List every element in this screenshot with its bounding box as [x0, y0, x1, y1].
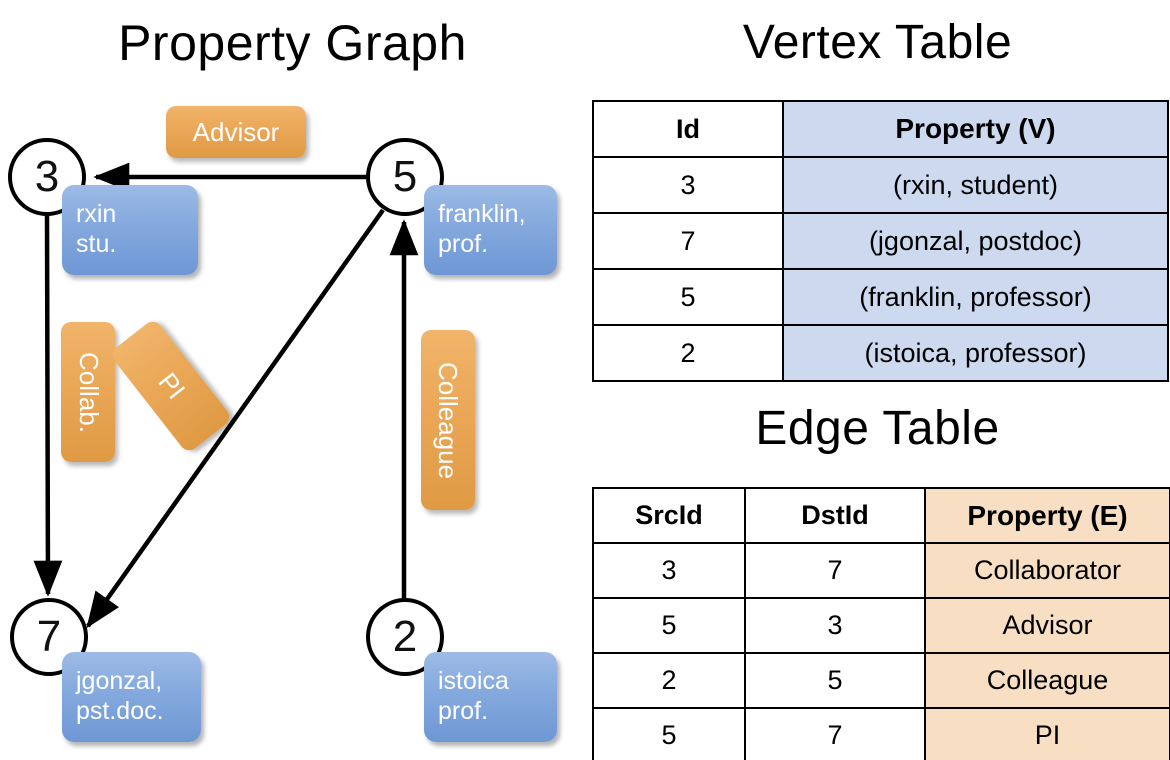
table-row: 3 7 Collaborator [592, 542, 1170, 599]
cell-property: Advisor [924, 597, 1170, 654]
page-title-edge-table: Edge Table [755, 402, 1000, 455]
vertex-id-label: 3 [34, 152, 60, 201]
edge-table: SrcId DstId Property (E) 3 7 Collaborato… [592, 487, 1170, 760]
edge-label-text: Advisor [192, 116, 280, 147]
vertex-property-line-1: istoica [438, 667, 509, 695]
vertex-property-box-franklin: franklin, prof. [424, 185, 557, 275]
column-header-property-v: Property (V) [782, 100, 1169, 158]
vertex-property-line-2: prof. [438, 697, 489, 725]
page-title-property-graph: Property Graph [118, 15, 467, 71]
edge-label-colleague: Colleague [421, 330, 475, 510]
cell-dstid: 7 [744, 707, 926, 760]
cell-srcid: 3 [592, 542, 746, 599]
cell-srcid: 5 [592, 707, 746, 760]
vertex-id-label: 2 [392, 612, 418, 661]
cell-property: (jgonzal, postdoc) [782, 212, 1169, 270]
column-header-property-e: Property (E) [924, 487, 1170, 544]
vertex-property-line-1: jgonzal, [76, 667, 163, 695]
cell-property: Colleague [924, 652, 1170, 709]
graph-vertex-5[interactable]: 5 [366, 138, 444, 216]
vertex-property-box-istoica: istoica prof. [424, 652, 557, 742]
table-row: 5 3 Advisor [592, 597, 1170, 654]
cell-property: (istoica, professor) [782, 324, 1169, 382]
page-title-vertex-table: Vertex Table [742, 16, 1013, 69]
cell-id: 7 [592, 212, 784, 270]
table-row: 5 7 PI [592, 707, 1170, 760]
property-graph-diagram: 3 5 7 2 rxin stu. franklin, prof. jgonza… [8, 106, 557, 742]
cell-dstid: 5 [744, 652, 926, 709]
edge-label-collab: Collab. [61, 322, 115, 462]
edge-label-text: PI [152, 366, 191, 405]
cell-dstid: 7 [744, 542, 926, 599]
cell-property: (rxin, student) [782, 156, 1169, 214]
edge-3-to-7-collab [33, 215, 63, 597]
cell-id: 5 [592, 268, 784, 326]
column-header-dstid: DstId [744, 487, 926, 544]
edge-label-text: Colleague [433, 361, 464, 479]
cell-id: 3 [592, 156, 784, 214]
cell-dstid: 3 [744, 597, 926, 654]
edge-label-text: Collab. [73, 351, 104, 433]
cell-property: (franklin, professor) [782, 268, 1169, 326]
table-header-row: SrcId DstId Property (E) [592, 487, 1170, 544]
cell-srcid: 2 [592, 652, 746, 709]
vertex-property-line-1: rxin [76, 200, 117, 228]
cell-srcid: 5 [592, 597, 746, 654]
table-row: 3 (rxin, student) [592, 156, 1169, 214]
vertex-id-label: 5 [392, 152, 418, 201]
column-header-srcid: SrcId [592, 487, 746, 544]
vertex-property-box-jgonzal: jgonzal, pst.doc. [62, 652, 201, 742]
cell-property: PI [924, 707, 1170, 760]
edge-5-to-7-pi [86, 208, 385, 629]
vertex-property-line-1: franklin, [438, 200, 526, 228]
vertex-property-box-rxin: rxin stu. [62, 185, 198, 275]
column-header-id: Id [592, 100, 784, 158]
vertex-table: Id Property (V) 3 (rxin, student) 7 (jgo… [592, 100, 1169, 382]
vertex-property-line-2: stu. [76, 230, 117, 258]
vertex-property-line-2: prof. [438, 230, 489, 258]
table-row: 2 (istoica, professor) [592, 324, 1169, 382]
table-row: 2 5 Colleague [592, 652, 1170, 709]
vertex-property-line-2: pst.doc. [76, 697, 164, 725]
cell-property: Collaborator [924, 542, 1170, 599]
cell-id: 2 [592, 324, 784, 382]
table-header-row: Id Property (V) [592, 100, 1169, 158]
graph-vertex-2[interactable]: 2 [366, 598, 444, 676]
edge-label-advisor: Advisor [166, 106, 306, 158]
vertex-id-label: 7 [36, 612, 62, 661]
graph-edge-layer [33, 162, 419, 629]
table-row: 7 (jgonzal, postdoc) [592, 212, 1169, 270]
table-row: 5 (franklin, professor) [592, 268, 1169, 326]
